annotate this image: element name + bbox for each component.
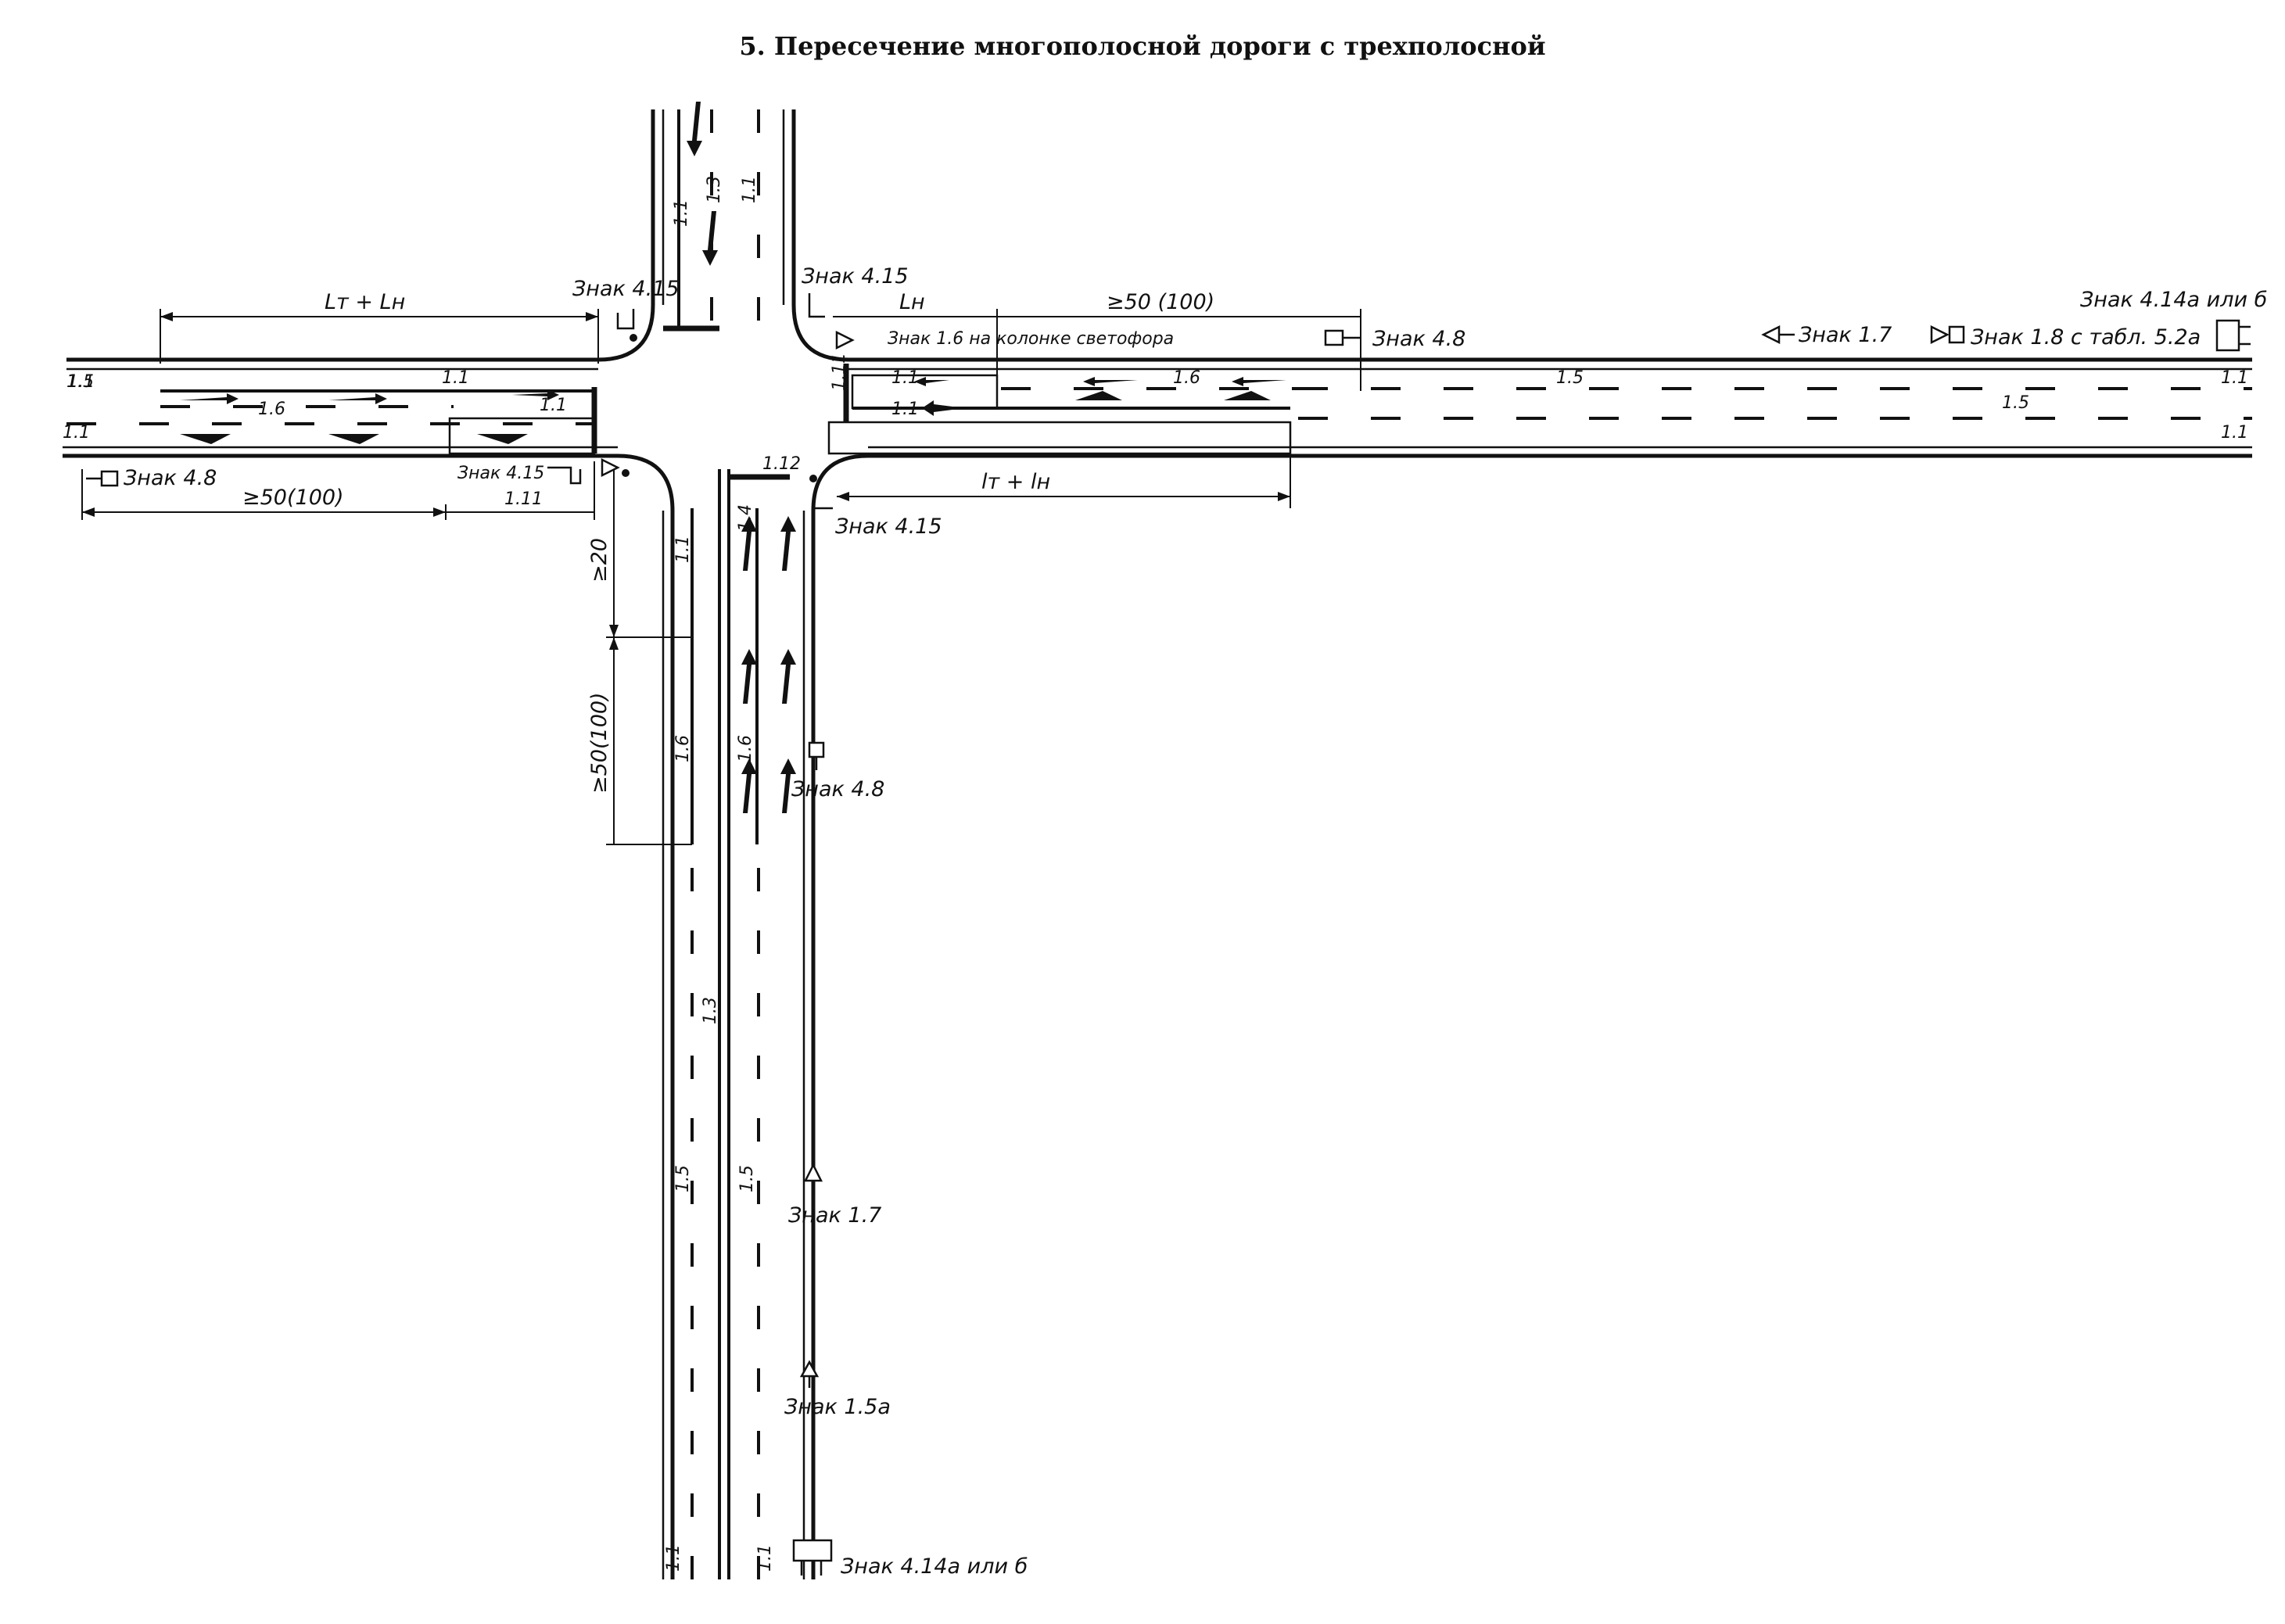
sign-symbols <box>86 293 2251 1576</box>
label-sign-48-west: Знак 4.8 <box>124 466 217 490</box>
dimension-labels: Lт + Lн Lн ≥50 (100) ≥50(100) lт + lн ≥2… <box>242 290 1214 794</box>
marking-14-south: 1.4 <box>736 504 755 532</box>
marking-111-west: 1.11 <box>504 489 543 509</box>
marking-11-east-1: 1.1 <box>891 368 919 388</box>
dim-ge50-west: ≥50(100) <box>242 486 344 510</box>
marking-11-south-bot-1: 1.1 <box>664 1544 683 1572</box>
marking-16-east: 1.6 <box>1173 368 1200 388</box>
marking-15-west: 1.5 <box>66 372 94 392</box>
label-sign-415-nw: Знак 4.15 <box>572 277 680 301</box>
north-road <box>66 109 2252 371</box>
marking-16-south-2: 1.6 <box>736 735 755 762</box>
marking-11-east-bot: 1.1 <box>2221 423 2248 443</box>
sign-labels: Знак 4.15 Знак 4.15 Знак 1.6 на колонке … <box>124 264 2267 1579</box>
label-sign-414-south: Знак 4.14а или б <box>841 1554 1028 1579</box>
label-sign-17-east: Знак 1.7 <box>1799 323 1892 347</box>
south-road <box>662 469 805 1579</box>
marking-11-south-bot-2: 1.1 <box>755 1544 775 1572</box>
marking-11-east-2: 1.1 <box>891 400 919 419</box>
diagram-title: 5. Пересечение многополосной дороги с тр… <box>739 31 1545 61</box>
label-sign-414-east: Знак 4.14а или б <box>2080 288 2267 312</box>
west-road <box>63 422 675 1579</box>
dim-lt-ln-east: lт + lн <box>981 470 1050 494</box>
marking-11-west-bot: 1.1 <box>67 372 95 392</box>
south-arrows <box>687 102 796 813</box>
dimensions <box>81 309 1361 845</box>
label-sign-415-se: Знак 4.15 <box>835 514 942 539</box>
label-sign-48-east: Знак 4.8 <box>1372 327 1465 351</box>
marking-15-south-2: 1.5 <box>737 1165 757 1192</box>
marking-111-east: 1.11 <box>830 353 849 391</box>
label-sign-415-ne: Знак 4.15 <box>802 264 909 289</box>
west-lanes <box>160 387 597 455</box>
marking-11-north-a: 1.1 <box>672 199 691 227</box>
marking-11-south-1: 1.1 <box>673 536 693 563</box>
marking-15-east-2: 1.5 <box>2002 393 2029 413</box>
dim-lt-ln: Lт + Lн <box>325 290 405 314</box>
label-sign-15a-south: Знак 1.5а <box>784 1395 891 1419</box>
dim-ge50-east: ≥50 (100) <box>1107 290 1214 314</box>
marking-16-west: 1.6 <box>258 400 285 419</box>
marking-112: 1.12 <box>762 454 801 474</box>
marking-11-east-top: 1.1 <box>2221 368 2248 388</box>
label-sign-17-south: Знак 1.7 <box>788 1203 881 1228</box>
dim-ge20: ≥20 <box>587 538 612 583</box>
label-sign-16-signal: Знак 1.6 на колонке светофора <box>888 329 1174 349</box>
marking-11-north-b: 1.1 <box>740 176 759 203</box>
marking-16-south-1: 1.6 <box>673 735 693 762</box>
marking-15-south-1: 1.5 <box>673 1165 693 1192</box>
dim-ln: Lн <box>899 290 925 314</box>
label-sign-18-east: Знак 1.8 с табл. 5.2а <box>1971 325 2201 350</box>
east-road <box>811 367 2252 1579</box>
marking-11-west-stop: 1.1 <box>540 396 567 415</box>
marking-13-north: 1.3 <box>705 176 724 203</box>
label-sign-48-south: Знак 4.8 <box>791 777 884 801</box>
marking-11-west-top: 1.1 <box>442 368 469 388</box>
east-lanes <box>827 364 1361 455</box>
marking-11-west-mid: 1.1 <box>63 423 90 443</box>
label-sign-415-west: Знак 4.15 <box>457 464 544 483</box>
marking-13-south: 1.3 <box>701 997 720 1024</box>
dim-ge50-south: ≥50(100) <box>587 692 612 794</box>
marking-15-east-1: 1.5 <box>1556 368 1584 388</box>
marking-labels: 1.1 1.3 1.1 1.1 1.5 1.1 1.6 1.1 1.1 1.11… <box>63 176 2248 1572</box>
